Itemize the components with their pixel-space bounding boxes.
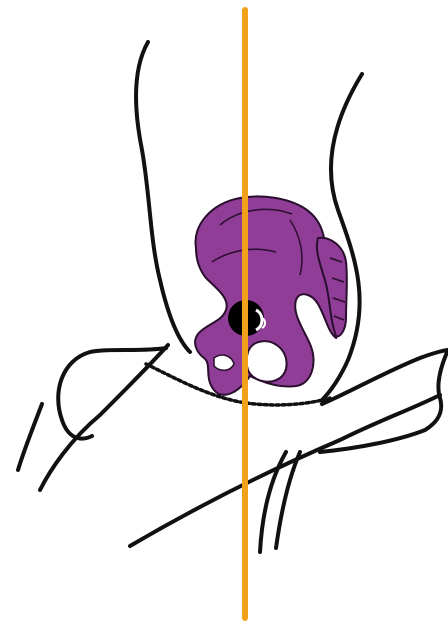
obturator-foramen xyxy=(247,341,287,382)
leg-lower-line-1 xyxy=(130,395,440,546)
pelvis xyxy=(195,196,347,394)
back-contour xyxy=(136,42,190,352)
thigh-back-line xyxy=(18,404,42,470)
front-contour xyxy=(322,74,362,400)
